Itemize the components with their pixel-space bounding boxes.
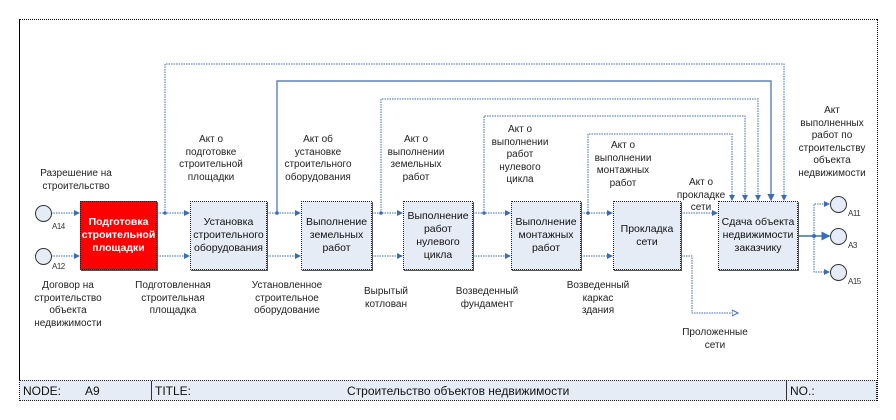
frame-top-border xyxy=(19,19,877,20)
output-label-top-5: Акт о выполнении монтажных работ xyxy=(594,140,652,189)
output-label-top-4: Акт о выполнении работ нулевого цикла xyxy=(491,124,549,185)
footer-title-value: Строительство объектов недвижимости xyxy=(347,383,570,398)
activity-label: Выполнение работ нулевого цикла xyxy=(407,209,469,261)
arrow-final-a11 xyxy=(813,201,830,236)
activity-box-a4[interactable]: Выполнение работ нулевого цикла xyxy=(403,201,473,270)
arrow-feedback-1 xyxy=(164,63,787,213)
arrow-output-laid-networks xyxy=(681,255,738,313)
frame-right-border xyxy=(877,19,878,401)
output-label-top-6: Акт о прокладке сети xyxy=(676,177,726,213)
arrow-feedback-3 xyxy=(380,98,761,213)
footer-number-label: NO.: xyxy=(790,383,815,398)
output-label-bottom-6: Проложенные сети xyxy=(682,327,748,351)
tunnel-circle-a11 xyxy=(830,196,847,213)
activity-label: Прокладка сети xyxy=(620,222,674,248)
output-label-top-1: Акт о подготовке строительной площадки xyxy=(179,134,243,183)
footer-title-cell: TITLE: Строительство объектов недвижимос… xyxy=(152,381,787,400)
tunnel-circle-a3 xyxy=(830,228,847,245)
activity-label: Выполнение земельных работ xyxy=(305,216,368,254)
output-label-bottom-2: Установленное строительное оборудование xyxy=(251,280,323,316)
arrow-final-a15 xyxy=(813,236,830,275)
frame-left-border xyxy=(19,19,20,380)
activity-box-a1[interactable]: Подготовка строительной площадки xyxy=(80,201,157,270)
activity-box-a7[interactable]: Сдача объекта недвижимости заказчику xyxy=(718,201,798,270)
activity-label: Подготовка строительной площадки xyxy=(81,216,156,254)
activity-label: Установка строительного оборудования xyxy=(193,216,264,254)
arrow-feedback-2 xyxy=(276,80,775,213)
footer-node-cell: NODE: A9 xyxy=(20,381,152,400)
output-label-bottom-4: Возведенный фундамент xyxy=(455,286,519,310)
tunnel-label: A11 xyxy=(848,209,861,218)
activity-label: Выполнение монтажных работ xyxy=(515,216,577,254)
activity-box-a6[interactable]: Прокладка сети xyxy=(613,201,681,270)
junction-dot xyxy=(812,234,816,238)
junction-dot xyxy=(482,211,486,215)
activity-box-a3[interactable]: Выполнение земельных работ xyxy=(301,201,372,270)
tunnel-label: A3 xyxy=(848,241,857,250)
tunnel-circle-a12 xyxy=(35,248,52,265)
activity-box-a2[interactable]: Установка строительного оборудования xyxy=(190,201,267,270)
output-label-top-2: Акт об установке строительного оборудова… xyxy=(284,134,352,183)
junction-dot xyxy=(586,211,590,215)
activity-label: Сдача объекта недвижимости заказчику xyxy=(721,216,795,254)
input-label-contract: Договор на строительство объекта недвижи… xyxy=(34,280,102,329)
footer-title-label: TITLE: xyxy=(155,383,192,398)
tunnel-label: A12 xyxy=(52,262,65,271)
tunnel-label: A15 xyxy=(848,277,861,286)
input-label-permit: Разрешение на строительство xyxy=(40,168,112,192)
footer-node-value: A9 xyxy=(85,383,100,398)
output-label-final: Акт выполненных работ по строительству о… xyxy=(798,105,866,179)
junction-dot xyxy=(163,211,167,215)
arrow-feedback-4 xyxy=(483,115,748,213)
activity-box-a5[interactable]: Выполнение монтажных работ xyxy=(511,201,581,270)
tunnel-circle-a14 xyxy=(35,205,52,222)
junction-dot xyxy=(379,211,383,215)
diagram-footer: NODE: A9 TITLE: Строительство объектов н… xyxy=(19,380,877,401)
tunnel-label: A14 xyxy=(52,222,65,231)
output-label-bottom-3: Вырытый котлован xyxy=(364,286,408,310)
tunnel-circle-a15 xyxy=(830,264,847,281)
output-label-bottom-1: Подготовленная строительная площадка xyxy=(135,280,211,316)
footer-number-cell: NO.: xyxy=(787,381,876,400)
footer-node-label: NODE: xyxy=(23,383,62,398)
arrow-feedback-5 xyxy=(587,133,735,213)
output-label-top-3: Акт о выполнении земельных работ xyxy=(387,134,445,183)
output-label-bottom-5: Возведенный каркас здания xyxy=(566,280,630,316)
junction-dot xyxy=(275,211,279,215)
